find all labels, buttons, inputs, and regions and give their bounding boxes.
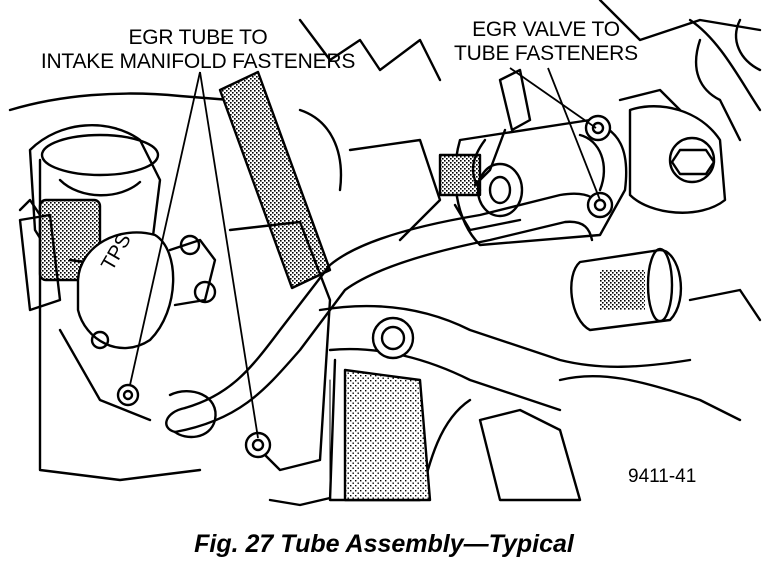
leader-lines bbox=[129, 67, 601, 439]
manifold-fastener-upper bbox=[371, 316, 415, 360]
manifold-fastener-lower bbox=[244, 431, 272, 459]
callout-left-line1: EGR TUBE TO bbox=[128, 26, 268, 49]
egr-valve-fastener-lower bbox=[586, 191, 614, 219]
intake-manifold bbox=[228, 220, 692, 502]
callout-right-line1: EGR VALVE TO bbox=[472, 18, 620, 41]
egr-valve-fastener-upper bbox=[584, 114, 612, 142]
callout-egr-valve-to-tube-fasteners: EGR VALVE TO TUBE FASTENERS bbox=[440, 18, 652, 66]
callout-egr-tube-to-intake-manifold-fasteners: EGR TUBE TO INTAKE MANIFOLD FASTENERS bbox=[40, 26, 356, 74]
heater-pipe bbox=[570, 247, 762, 332]
vacuum-hose bbox=[218, 70, 343, 290]
figure-caption: Fig. 27 Tube Assembly—Typical bbox=[194, 530, 574, 558]
tps-sensor: TPS bbox=[76, 230, 217, 350]
manifold-fastener-left bbox=[116, 383, 140, 407]
callout-left-line2: INTAKE MANIFOLD FASTENERS bbox=[40, 50, 356, 73]
callout-right-line2: TUBE FASTENERS bbox=[454, 42, 638, 65]
egr-tube bbox=[165, 192, 607, 439]
figure-number: 9411-41 bbox=[628, 466, 697, 487]
engine-block-outline bbox=[8, 0, 762, 507]
egr-valve bbox=[628, 18, 762, 214]
egr-outlet-fitting bbox=[453, 162, 524, 232]
